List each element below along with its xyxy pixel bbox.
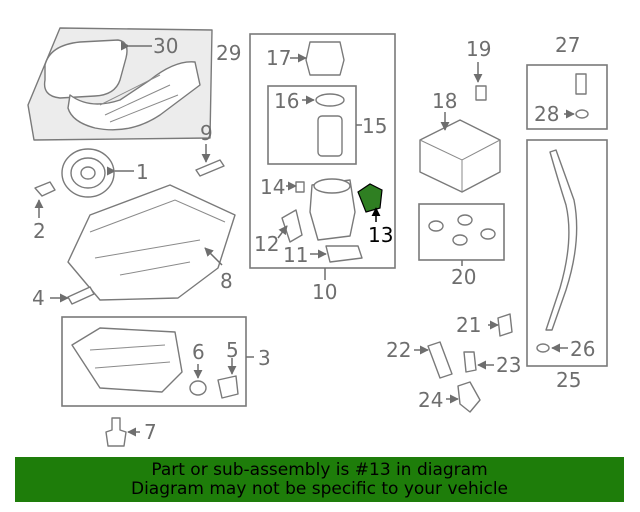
group-27 [526, 64, 608, 130]
callout-10: 10 [312, 280, 337, 304]
notice-banner: Part or sub-assembly is #13 in diagram D… [15, 457, 624, 502]
callout-5: 5 [226, 338, 239, 362]
upper-oil-pan [67, 184, 236, 301]
callout-15: 15 [362, 114, 387, 138]
callout-9: 9 [200, 121, 213, 145]
plug-4 [50, 286, 95, 305]
tube-12 [281, 209, 303, 243]
callout-3: 3 [258, 346, 271, 370]
intake-manifold-group [27, 27, 213, 141]
filter-housing-body [309, 179, 356, 241]
notice-line-2: Diagram may not be specific to your vehi… [130, 478, 508, 499]
drain-bolt-7 [105, 417, 140, 447]
oil-filter-housing-group [249, 33, 396, 280]
callout-25: 25 [556, 368, 581, 392]
callout-28: 28 [534, 102, 559, 126]
callout-16: 16 [274, 89, 299, 113]
crank-pulley [61, 148, 134, 198]
callout-2: 2 [33, 219, 46, 243]
filter-element [317, 115, 343, 157]
intake-manifold [67, 61, 201, 131]
pulley-bolt [34, 181, 56, 218]
dipstick-group [526, 139, 608, 367]
callout-23: 23 [496, 353, 521, 377]
callout-19: 19 [466, 37, 491, 61]
oil-cooler-18 [419, 112, 501, 193]
callout-11: 11 [283, 243, 308, 267]
callout-7: 7 [144, 420, 157, 444]
callout-12: 12 [254, 232, 279, 256]
callout-1: 1 [136, 160, 149, 184]
seal-kit-group [418, 203, 505, 266]
callout-14: 14 [260, 175, 285, 199]
callout-24: 24 [418, 388, 443, 412]
manifold-cover [43, 39, 128, 99]
callout-30: 30 [153, 34, 178, 58]
lower-oil-pan [71, 327, 183, 393]
oil-pan-upper-body [67, 184, 236, 301]
callout-17: 17 [266, 46, 291, 70]
sensor-24 [457, 381, 481, 413]
callout-26: 26 [570, 337, 595, 361]
sensors-group [414, 313, 513, 413]
callout-21: 21 [456, 313, 481, 337]
callout-6: 6 [192, 340, 205, 364]
sensor-22 [427, 341, 453, 379]
callout-20: 20 [451, 265, 476, 289]
filter-cap [305, 41, 345, 76]
gasket-11 [325, 245, 363, 263]
callout-8: 8 [220, 269, 233, 293]
filter-o-ring [315, 93, 345, 107]
callout-22: 22 [386, 338, 411, 362]
bolt-19 [473, 62, 487, 101]
callout-27: 27 [555, 33, 580, 57]
callout-29: 29 [216, 41, 241, 65]
screw-14 [295, 181, 305, 193]
callout-18: 18 [432, 89, 457, 113]
tube-9 [195, 144, 225, 177]
sensor-21 [497, 313, 513, 337]
lower-oil-pan-group [61, 316, 254, 407]
highlighted-part-13 [357, 183, 383, 213]
callout-4: 4 [32, 286, 45, 310]
sensor-23 [463, 351, 477, 373]
parts-diagram: 30 29 1 2 9 8 4 3 5 6 7 17 16 15 14 13 1… [27, 27, 608, 447]
notice-line-1: Part or sub-assembly is #13 in diagram [151, 459, 488, 480]
callout-13: 13 [368, 223, 393, 247]
